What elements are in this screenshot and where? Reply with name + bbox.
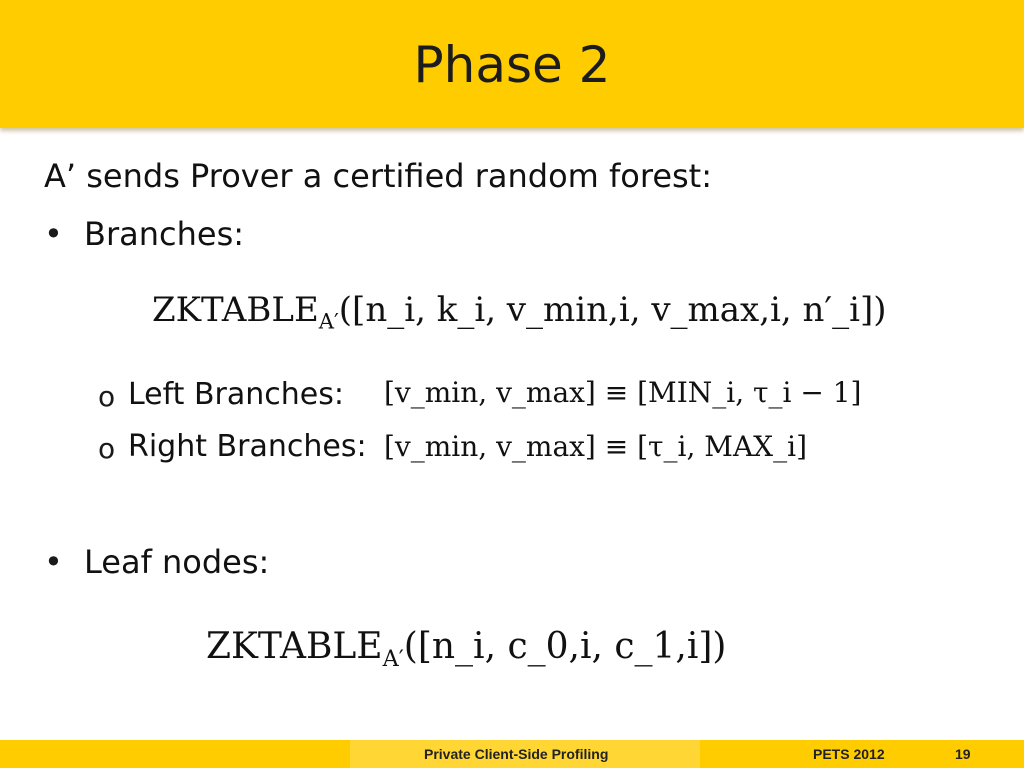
bullet-icon: • (44, 215, 63, 253)
sub-bullet-icon: o (98, 432, 116, 465)
leaf-table-sub: A′ (382, 645, 404, 672)
footer-title: Private Client-Side Profiling (424, 746, 609, 762)
left-range-formula: [v_min, v_max] ≡ [MIN_i, τ_i − 1] (384, 376, 862, 409)
intro-text: A’ sends Prover a certified random fores… (44, 157, 712, 195)
leaf-table-content: ([n_i, c_0,i, c_1,i]) (403, 626, 727, 667)
branch-table-sub: A′ (318, 308, 339, 334)
branch-table-formula: ZKTABLEA′([n_i, k_i, v_min,i, v_max,i, n… (152, 290, 887, 333)
right-branches-label: Right Branches: (128, 429, 367, 464)
bullet-icon: • (44, 543, 63, 581)
footer-venue: PETS 2012 (813, 746, 885, 762)
leaf-table-name: ZKTABLE (206, 626, 383, 667)
footer-bar: Private Client-Side Profiling PETS 2012 … (0, 740, 1024, 768)
branch-table-content: ([n_i, k_i, v_min,i, v_max,i, n′_i]) (338, 290, 887, 330)
title-bar: Phase 2 (0, 0, 1024, 128)
leaf-nodes-label: Leaf nodes: (84, 543, 270, 581)
slide-title: Phase 2 (413, 36, 611, 94)
leaf-table-formula: ZKTABLEA′([n_i, c_0,i, c_1,i]) (206, 626, 726, 672)
left-branches-label: Left Branches: (128, 377, 344, 412)
branch-table-name: ZKTABLE (152, 290, 319, 330)
footer-center-band (350, 740, 700, 768)
sub-bullet-icon: o (98, 380, 116, 413)
branches-label: Branches: (84, 215, 245, 253)
footer-page-number: 19 (955, 746, 971, 762)
right-range-formula: [v_min, v_max] ≡ [τ_i, MAX_i] (384, 430, 807, 463)
